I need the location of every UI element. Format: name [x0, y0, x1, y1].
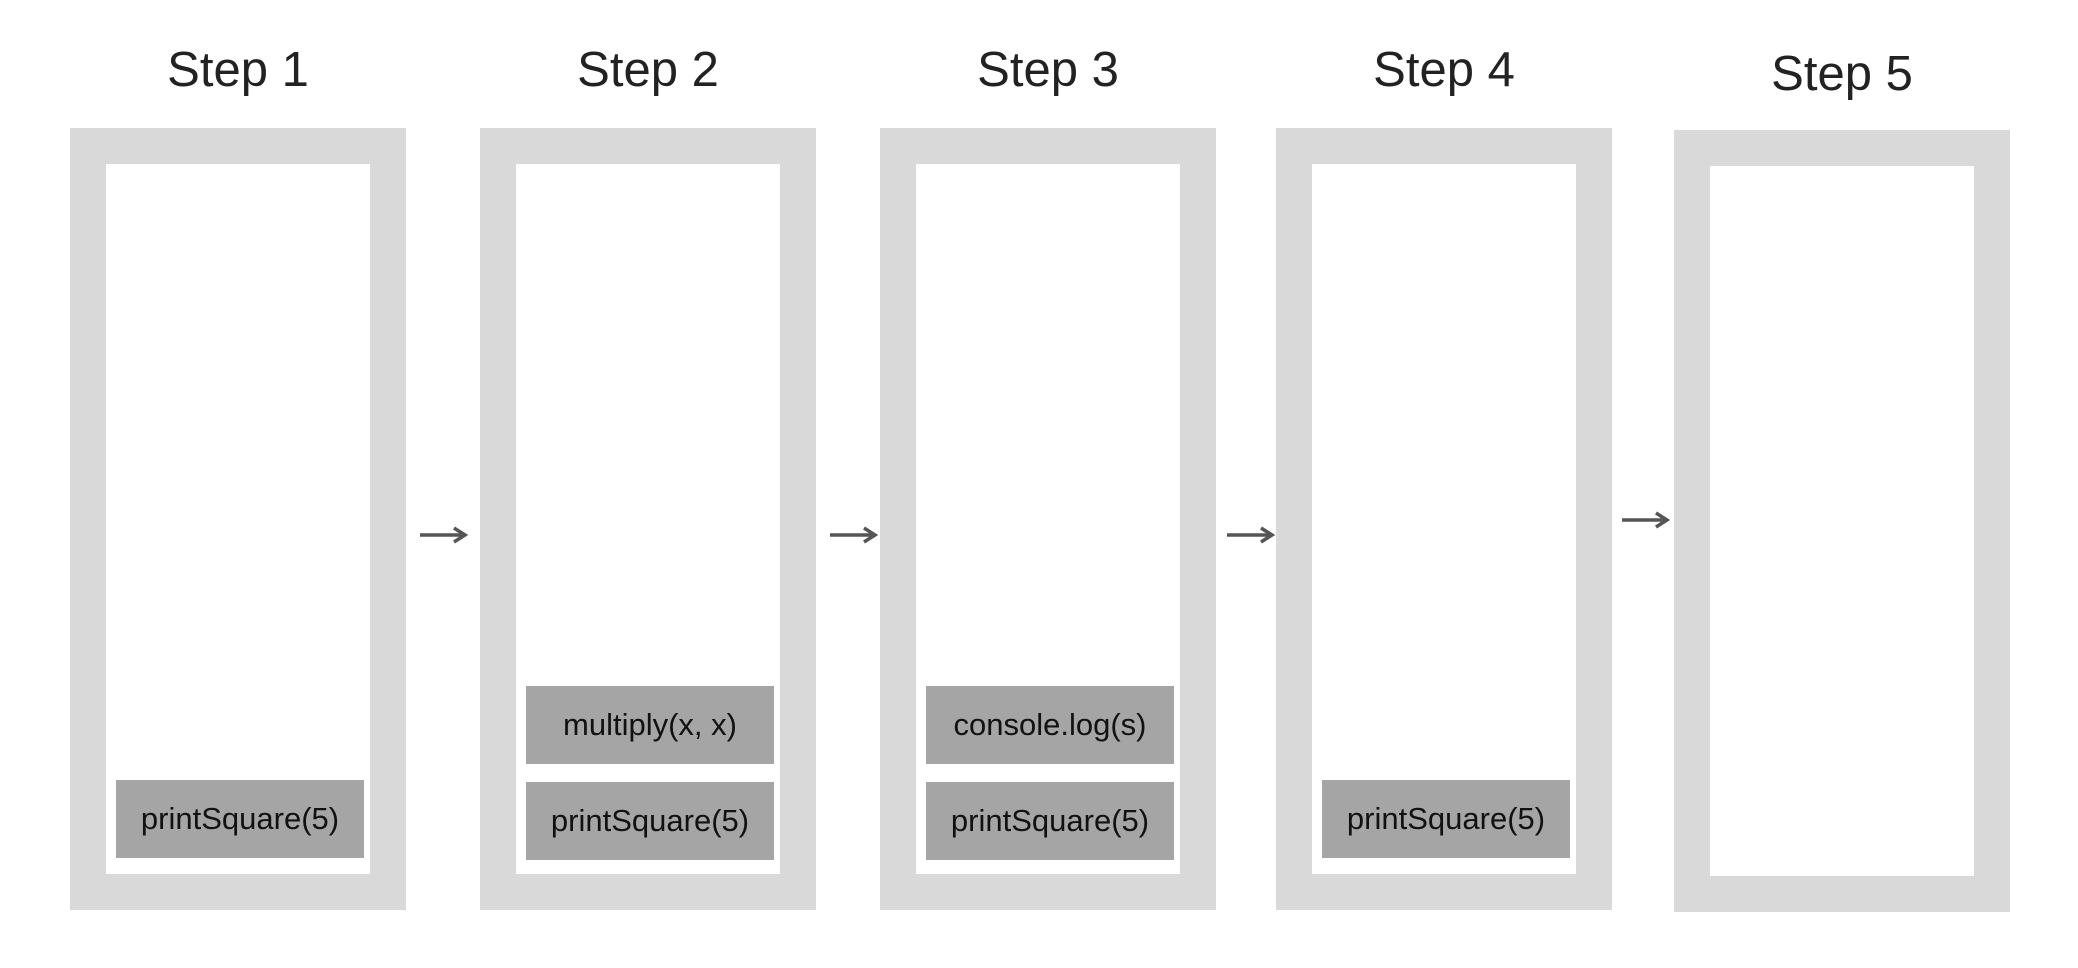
step-2-stack: multiply(x, x) printSquare(5): [480, 128, 816, 910]
step-4-frame-printsquare: printSquare(5): [1322, 780, 1570, 858]
step-2-title: Step 2: [577, 43, 719, 97]
step-3-frame-console-log: console.log(s): [926, 686, 1174, 764]
step-4-stack: printSquare(5): [1276, 128, 1612, 910]
right-arrow-icon: [1620, 510, 1672, 530]
step-5-title: Step 5: [1771, 47, 1913, 101]
step-2-frame-printsquare: printSquare(5): [526, 782, 774, 860]
step-1-stack: printSquare(5): [70, 128, 406, 910]
step-5-stack: [1674, 130, 2010, 912]
step-2-stack-area: multiply(x, x) printSquare(5): [516, 164, 780, 874]
right-arrow-icon: [418, 525, 470, 545]
step-3-stack-area: console.log(s) printSquare(5): [916, 164, 1180, 874]
step-3-frame-printsquare: printSquare(5): [926, 782, 1174, 860]
right-arrow-icon: [1225, 525, 1277, 545]
step-1-stack-area: printSquare(5): [106, 164, 370, 874]
step-4-stack-area: printSquare(5): [1312, 164, 1576, 874]
step-1-frame-printsquare: printSquare(5): [116, 780, 364, 858]
step-3-stack: console.log(s) printSquare(5): [880, 128, 1216, 910]
step-4-title: Step 4: [1373, 43, 1515, 97]
right-arrow-icon: [828, 525, 880, 545]
step-1-title: Step 1: [167, 43, 309, 97]
step-2-frame-multiply: multiply(x, x): [526, 686, 774, 764]
step-3-title: Step 3: [977, 43, 1119, 97]
step-5-stack-area: [1710, 166, 1974, 876]
